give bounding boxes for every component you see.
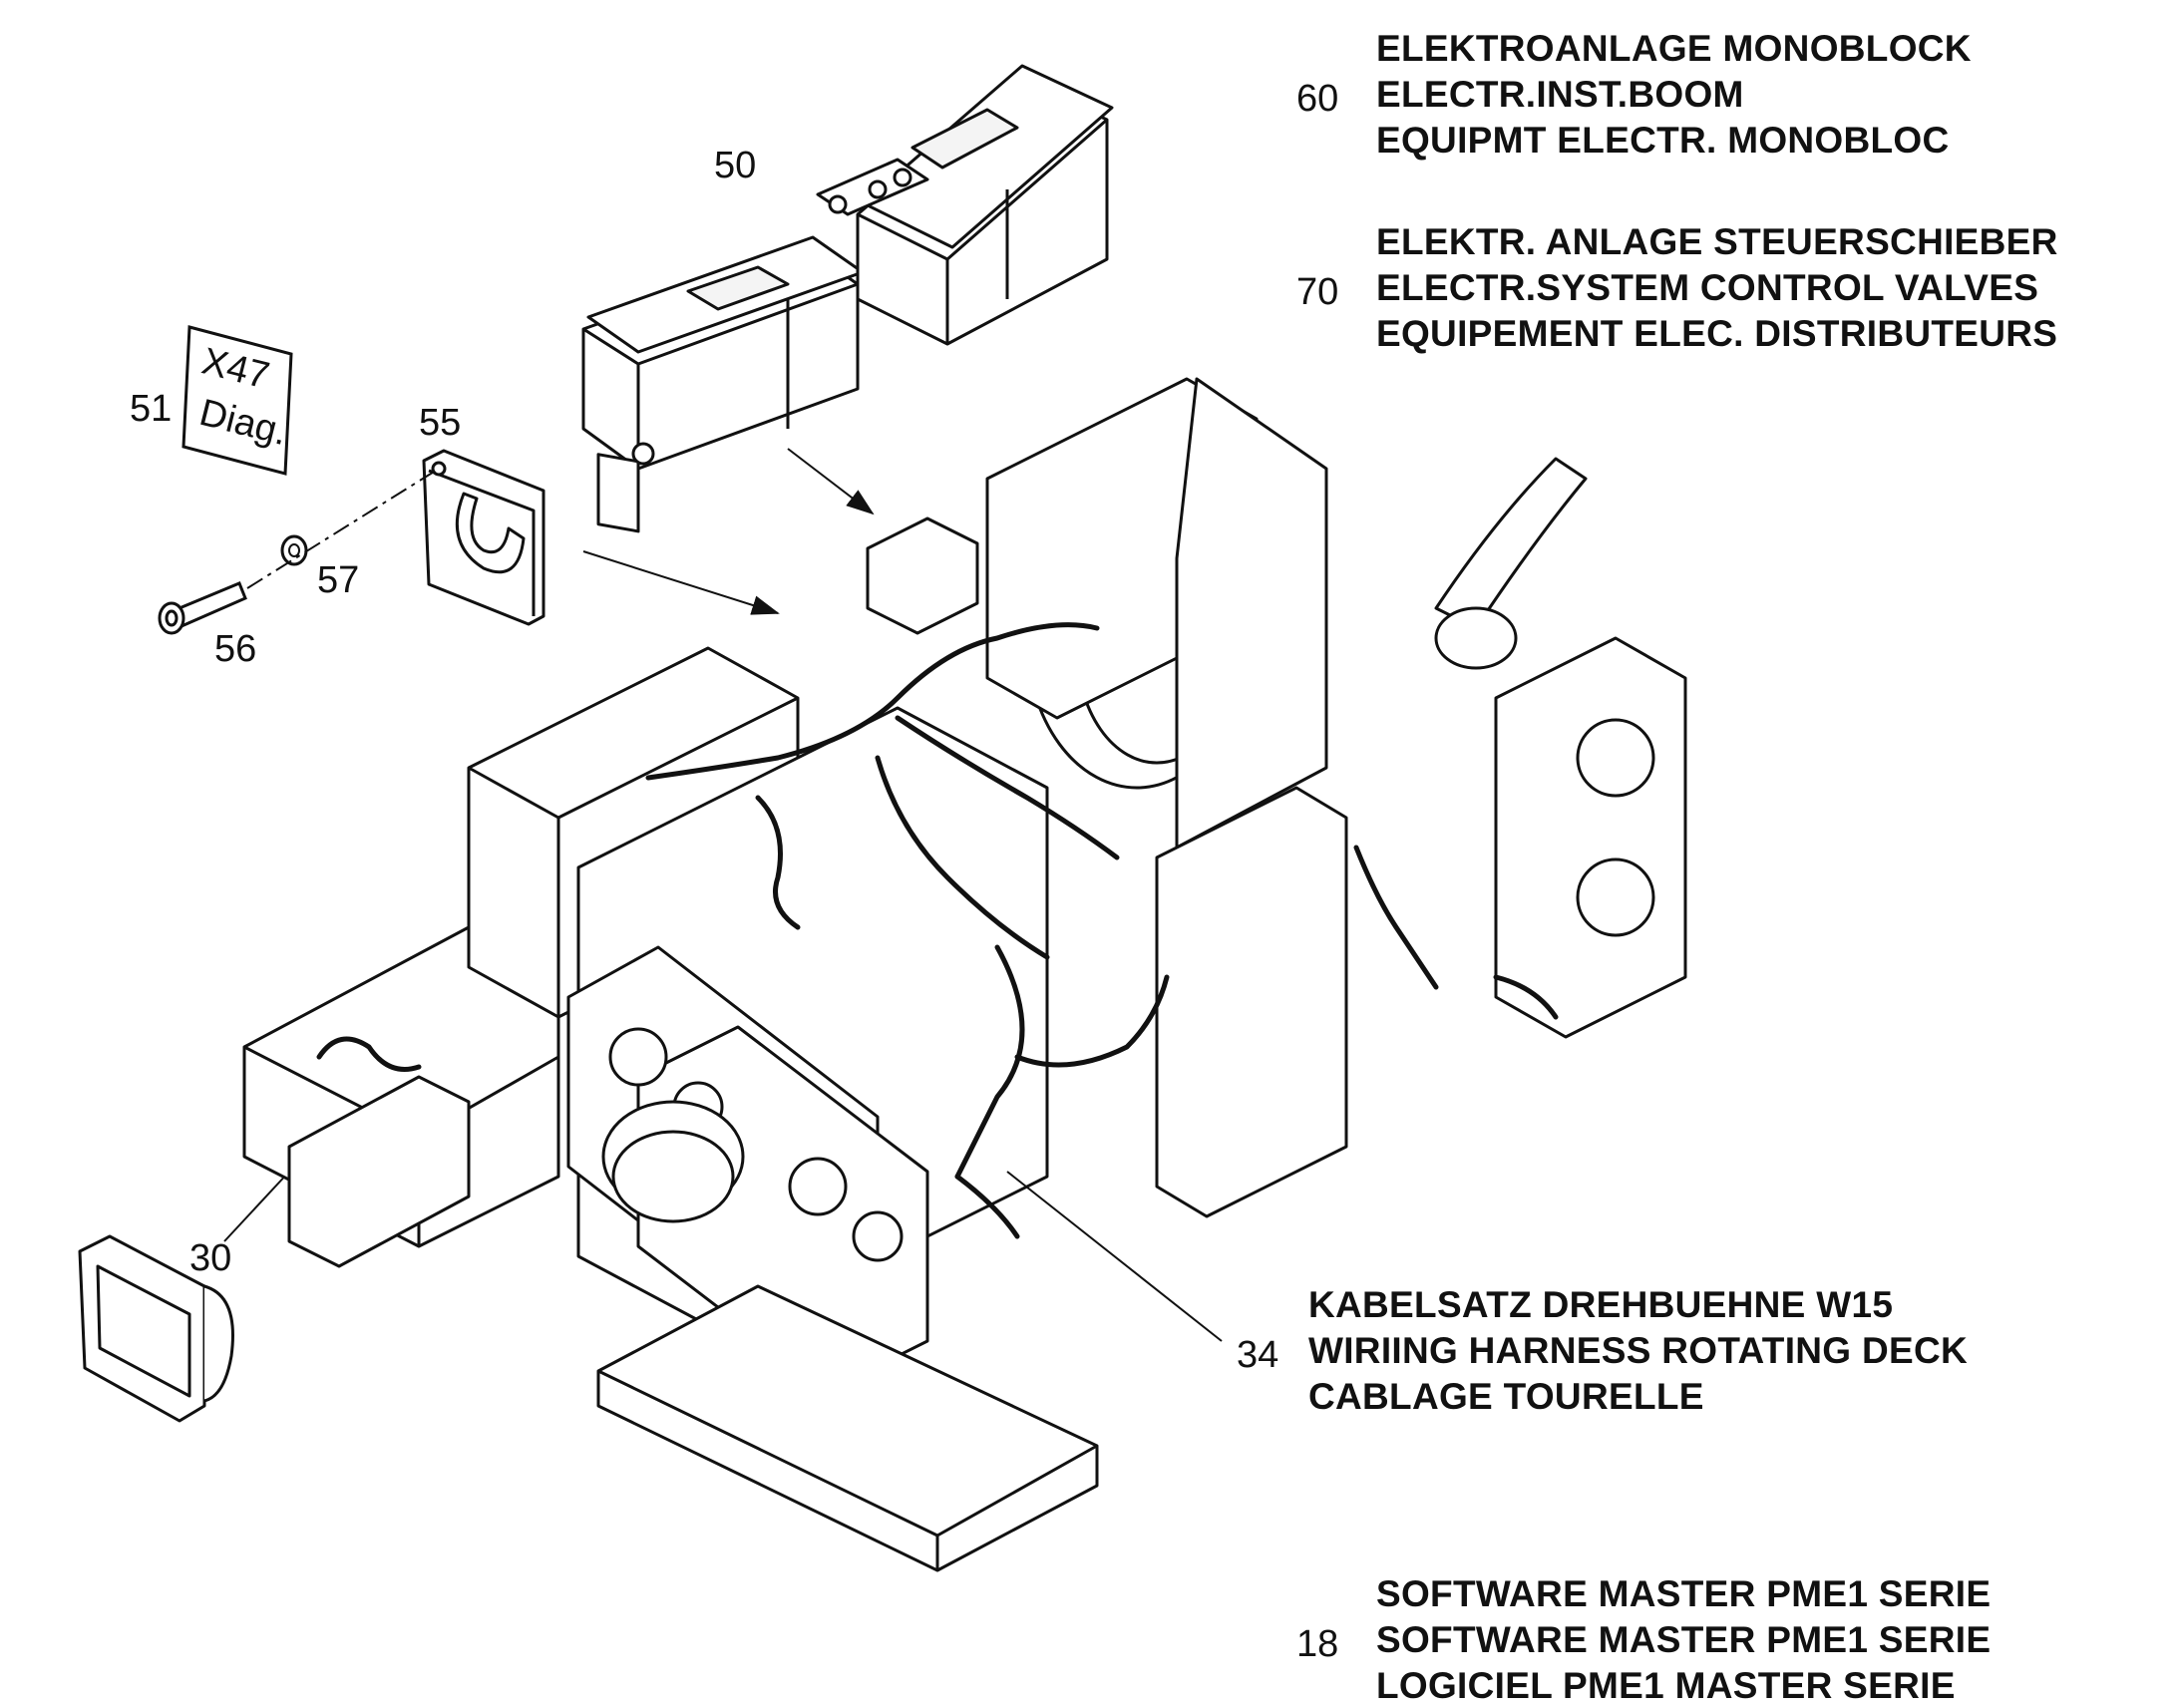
work-lamp-30 (78, 1234, 234, 1423)
part-number-55: 55 (419, 402, 461, 444)
assembly-18-line-en: SOFTWARE MASTER PME1 SERIE (1376, 1619, 1992, 1660)
bolt-56 (158, 581, 247, 635)
washer-57 (280, 534, 308, 566)
assembly-70-line-fr: EQUIPEMENT ELEC. DISTRIBUTEURS (1376, 313, 2058, 354)
assembly-centerline (246, 468, 440, 589)
assembly-70-line-en: ELECTR.SYSTEM CONTROL VALVES (1376, 267, 2039, 308)
arrow-bracket-to-deck (582, 550, 780, 615)
assembly-18-number: 18 (1296, 1623, 1339, 1665)
battery-pack-drawing (581, 64, 1114, 533)
part-number-30: 30 (189, 1237, 231, 1279)
leader-30 (223, 1171, 290, 1242)
assembly-60-line-en: ELECTR.INST.BOOM (1376, 74, 1744, 115)
assembly-34-number: 34 (1237, 1334, 1279, 1376)
diagnostic-label-x47: X47 Diag. (182, 325, 293, 476)
wiring-harness-34 (316, 622, 1559, 1239)
assembly-34-line-en: WIRIING HARNESS ROTATING DECK (1308, 1330, 1968, 1371)
part-number-57: 57 (317, 559, 359, 601)
arrow-battery-to-deck (787, 448, 875, 515)
assembly-60-line-fr: EQUIPMT ELECTR. MONOBLOC (1376, 120, 1950, 161)
assembly-18-line-fr: LOGICIEL PME1 MASTER SERIE (1376, 1665, 1956, 1706)
rotating-deck-drawing (242, 377, 1687, 1572)
leader-34 (1006, 1171, 1223, 1342)
part-number-50: 50 (714, 145, 756, 186)
assembly-34-line-fr: CABLAGE TOURELLE (1308, 1376, 1704, 1417)
assembly-60-line-de: ELEKTROANLAGE MONOBLOCK (1376, 28, 1972, 69)
mounting-bracket-55 (422, 449, 545, 626)
assembly-70-line-de: ELEKTR. ANLAGE STEUERSCHIEBER (1376, 221, 2058, 262)
assembly-70-number: 70 (1296, 271, 1339, 313)
part-number-56: 56 (214, 628, 256, 670)
assembly-18-line-de: SOFTWARE MASTER PME1 SERIE (1376, 1573, 1992, 1614)
part-number-51: 51 (130, 388, 172, 430)
assembly-34-line-de: KABELSATZ DREHBUEHNE W15 (1308, 1284, 1894, 1325)
assembly-60-number: 60 (1296, 78, 1339, 120)
